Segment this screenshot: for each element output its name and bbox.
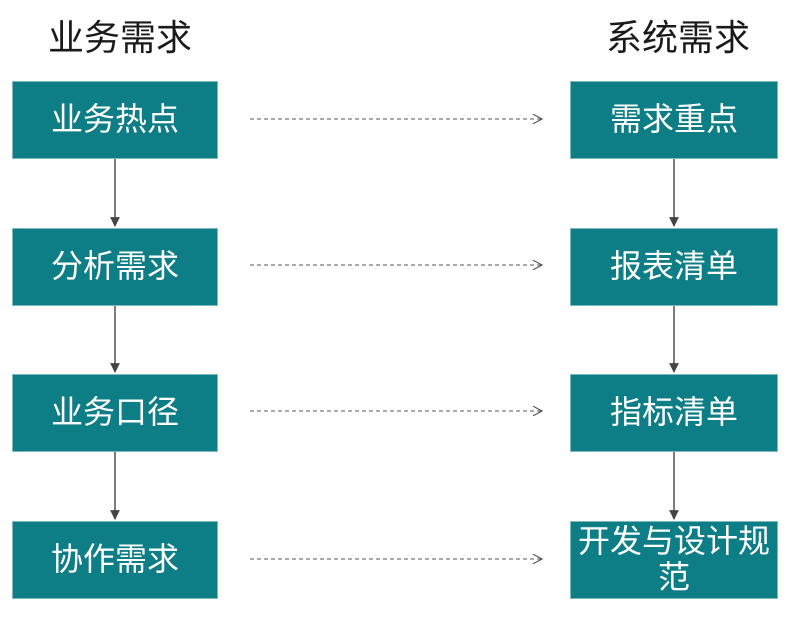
system-step-label: 开发与设计规范 xyxy=(577,522,770,596)
system-step-focus: 需求重点 xyxy=(570,81,778,159)
business-requirements-heading: 业务需求 xyxy=(47,18,192,59)
business-step-hotspot: 业务热点 xyxy=(12,81,218,159)
business-step-collaboration: 协作需求 xyxy=(12,521,218,599)
business-step-label: 业务口径 xyxy=(50,393,179,432)
business-step-analysis: 分析需求 xyxy=(12,228,218,306)
system-step-dev-spec: 开发与设计规范 xyxy=(570,521,778,599)
system-step-label: 指标清单 xyxy=(609,393,738,432)
business-step-label: 业务热点 xyxy=(50,100,179,139)
system-step-metric-list: 指标清单 xyxy=(570,374,778,452)
system-requirements-heading: 系统需求 xyxy=(605,18,750,59)
system-step-label: 报表清单 xyxy=(609,247,738,286)
business-step-label: 协作需求 xyxy=(50,540,179,579)
business-step-label: 分析需求 xyxy=(50,247,179,286)
system-step-label: 需求重点 xyxy=(609,100,738,139)
system-step-report-list: 报表清单 xyxy=(570,228,778,306)
business-step-definition: 业务口径 xyxy=(12,374,218,452)
